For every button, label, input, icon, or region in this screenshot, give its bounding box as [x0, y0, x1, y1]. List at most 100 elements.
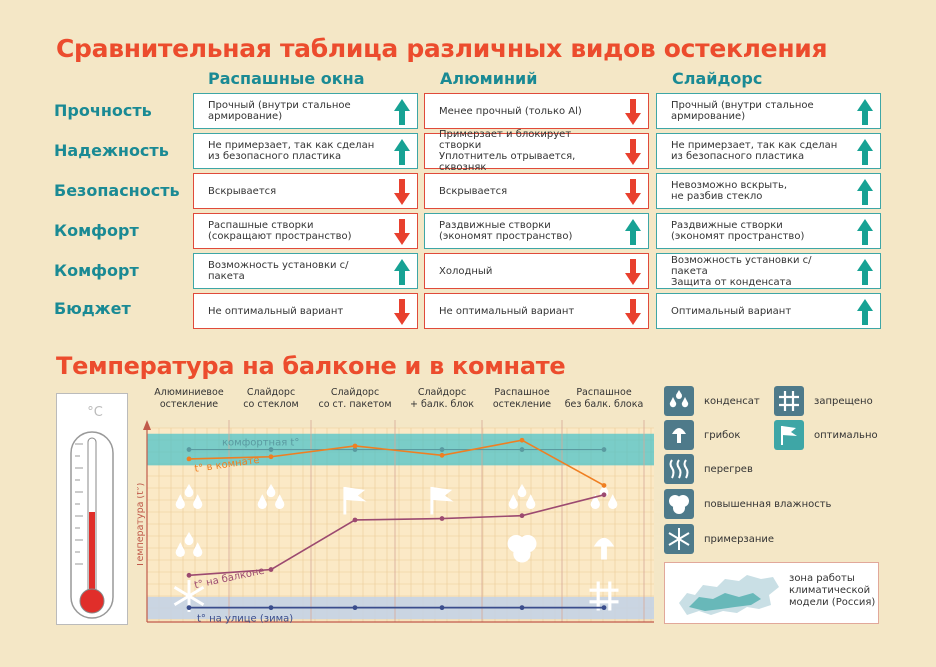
legend-swatch	[664, 489, 694, 519]
column-header: Распашные окна	[208, 69, 365, 88]
legend-item: повышенная влажность	[664, 489, 831, 519]
russia-map-card: зона работы климатической модели (Россия…	[664, 562, 879, 624]
arrow-up-icon	[394, 99, 410, 125]
cell-text: Холодный	[439, 265, 493, 277]
comparison-cell: Менее прочный (только Al)	[424, 93, 649, 129]
comparison-cell: Прочный (внутри стальное армирование)	[656, 93, 881, 129]
thermometer-card: °C	[56, 393, 128, 625]
street-label: t° на улице (зима)	[197, 614, 293, 625]
comparison-cell: Прочный (внутри стальное армирование)	[193, 93, 418, 129]
row-label: Комфорт	[54, 261, 139, 280]
legend-item: запрещено	[774, 386, 873, 416]
cell-text: Невозможно вскрыть, не разбив стекло	[671, 180, 788, 202]
row-label: Прочность	[54, 101, 152, 120]
street-point	[186, 605, 192, 611]
overheat-icon	[669, 459, 689, 479]
comparison-cell: Оптимальный вариант	[656, 293, 881, 329]
cell-text: Раздвижные створки (экономят пространств…	[439, 220, 573, 242]
arrow-down-icon	[394, 179, 410, 205]
row-label: Надежность	[54, 141, 169, 160]
cell-text: Возможность установки с/пакета	[208, 260, 349, 282]
arrow-up-icon	[857, 179, 873, 205]
condensate-icon	[669, 390, 689, 408]
legend-label: повышенная влажность	[704, 498, 832, 510]
balcony-point	[352, 517, 358, 523]
cell-text: Не оптимальный вариант	[208, 305, 344, 317]
russia-map-icon	[679, 575, 779, 615]
balcony-point	[186, 572, 192, 578]
comfort-label: комфортная t°	[222, 438, 299, 449]
cell-text: Не оптимальный вариант	[439, 305, 575, 317]
humidity-icon	[507, 534, 537, 563]
balcony-point	[268, 567, 274, 572]
balcony-point	[519, 513, 525, 519]
comparison-cell: Вскрывается	[193, 173, 418, 209]
legend-label: оптимально	[814, 429, 878, 441]
balcony-point	[601, 492, 607, 498]
legend-label: грибок	[704, 429, 741, 441]
balcony-line	[188, 494, 605, 577]
arrow-down-icon	[625, 99, 641, 125]
comparison-cell: Невозможно вскрыть, не разбив стекло	[656, 173, 881, 209]
page-title: Сравнительная таблица различных видов ос…	[56, 34, 828, 63]
forbidden-icon	[779, 391, 799, 411]
room-point	[519, 437, 525, 443]
comparison-cell: Не примерзает, так как сделан из безопас…	[656, 133, 881, 169]
cell-text: Оптимальный вариант	[671, 305, 792, 317]
row-label: Бюджет	[54, 299, 131, 318]
arrow-up-icon	[857, 299, 873, 325]
legend-label: запрещено	[814, 395, 873, 407]
comparison-cell: Вскрывается	[424, 173, 649, 209]
arrow-up-icon	[857, 259, 873, 285]
optimal-icon	[781, 426, 797, 445]
comfort-point	[601, 447, 607, 452]
room-point	[352, 443, 358, 449]
room-point	[186, 456, 192, 462]
arrow-up-icon	[394, 259, 410, 285]
condensate-icon	[175, 532, 203, 557]
condensate-icon	[175, 484, 203, 509]
map-label: зона работы климатической модели (Россия…	[789, 573, 876, 608]
y-axis-arrow	[143, 420, 151, 430]
cell-text: Не примерзает, так как сделан из безопас…	[671, 140, 838, 162]
street-point	[268, 605, 274, 611]
arrow-down-icon	[394, 299, 410, 325]
row-label: Комфорт	[54, 221, 139, 240]
cell-text: Вскрывается	[208, 185, 277, 197]
thermometer-unit: °C	[87, 405, 103, 420]
cell-text: Примерзает и блокирует створки Уплотните…	[439, 129, 576, 173]
legend-swatch	[664, 454, 694, 484]
cell-text: Распашные створки (сокращают пространств…	[208, 220, 352, 242]
legend-item: примерзание	[664, 524, 774, 554]
legend-label: перегрев	[704, 463, 753, 475]
cell-text: Раздвижные створки (экономят пространств…	[671, 220, 805, 242]
y-axis-label: Температура (t°)	[137, 483, 146, 569]
comparison-cell: Холодный	[424, 253, 649, 289]
comparison-cell: Раздвижные створки (экономят пространств…	[424, 213, 649, 249]
category-label: Слайдорс+ балк. блок	[410, 387, 474, 410]
legend-label: примерзание	[704, 533, 775, 545]
row-label: Безопасность	[54, 181, 180, 200]
legend-item: конденсат	[664, 386, 760, 416]
comfort-point	[186, 447, 192, 452]
balcony-point	[439, 516, 445, 521]
condensate-icon	[508, 484, 536, 509]
comfort-point	[519, 447, 525, 452]
street-point	[601, 605, 607, 611]
room-line	[188, 439, 605, 487]
legend-item: грибок	[664, 420, 740, 450]
condensate-icon	[257, 484, 285, 509]
thermometer-icon: °C	[70, 405, 114, 619]
legend-item: оптимально	[774, 420, 878, 450]
legend-swatch	[774, 386, 804, 416]
column-header: Алюминий	[440, 69, 538, 88]
comparison-cell: Возможность установки с/пакета Защита от…	[656, 253, 881, 289]
comparison-cell: Возможность установки с/пакета	[193, 253, 418, 289]
comparison-cell: Примерзает и блокирует створки Уплотните…	[424, 129, 649, 173]
legend-label: конденсат	[704, 395, 760, 407]
